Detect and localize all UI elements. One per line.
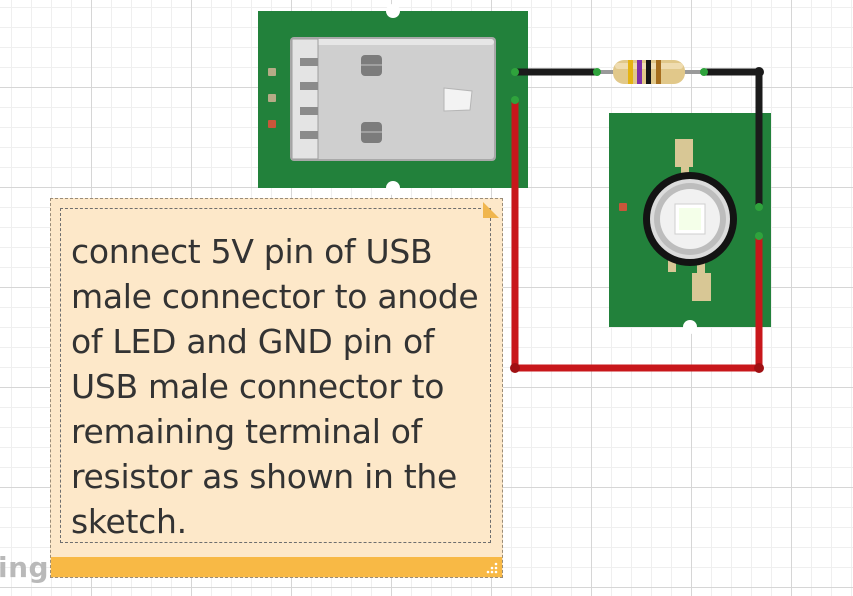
note-text: connect 5V pin of USB male connector to …	[71, 232, 479, 541]
wire-resistor-to-led[interactable]	[700, 67, 764, 211]
power-led-board[interactable]	[609, 113, 771, 334]
note-footer-bar	[51, 557, 502, 577]
note-text-area[interactable]: connect 5V pin of USB male connector to …	[60, 208, 491, 543]
wire-usb-to-resistor[interactable]	[511, 68, 601, 76]
note-fold-icon	[483, 202, 499, 218]
wire-usb-to-led[interactable]	[510, 96, 764, 373]
sketch-note[interactable]: connect 5V pin of USB male connector to …	[50, 198, 503, 578]
resistor[interactable]	[588, 60, 702, 84]
resize-grip-icon[interactable]	[484, 560, 498, 574]
usb-male-connector-board[interactable]	[258, 4, 528, 195]
brand-watermark: ing	[0, 551, 50, 584]
